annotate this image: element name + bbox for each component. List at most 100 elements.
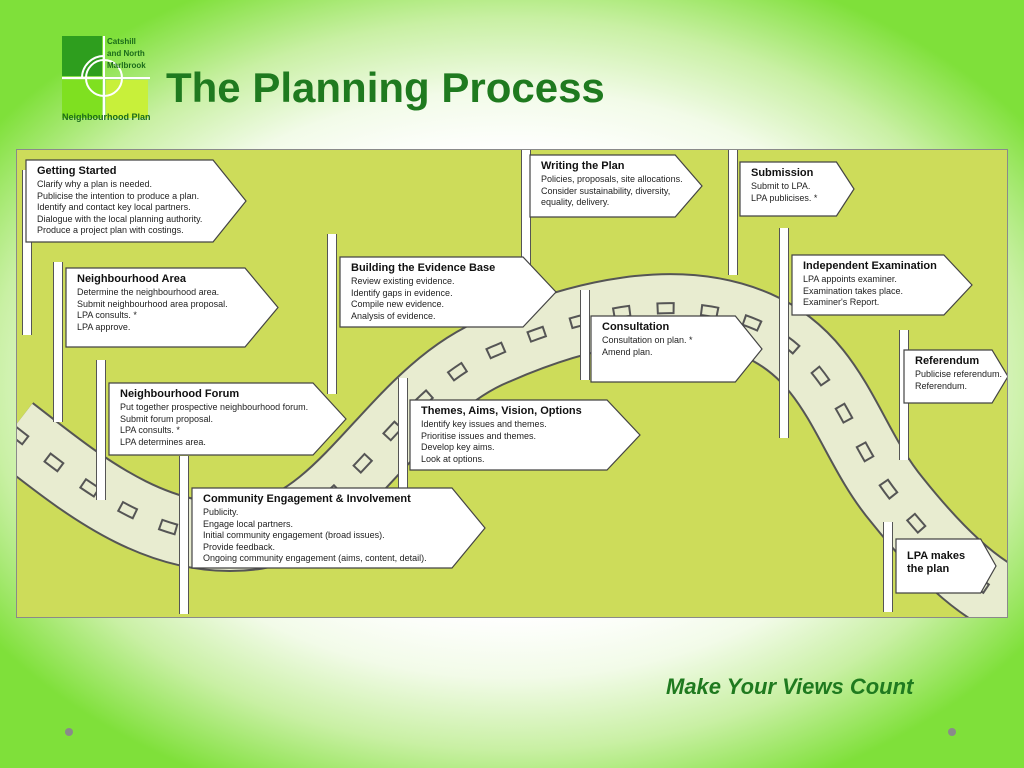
sign-line: Submit to LPA. (751, 181, 811, 191)
sign-title: Independent Examination (803, 260, 937, 272)
sign-line: Clarify why a plan is needed. (37, 179, 153, 189)
sign-title: Consultation (602, 321, 670, 333)
sign-line: Initial community engagement (broad issu… (203, 530, 385, 540)
sign-line: Compile new evidence. (351, 299, 445, 309)
signpost-pole (580, 290, 590, 380)
arrow-sign-shape (791, 254, 973, 316)
arrow-sign-shape (529, 154, 703, 218)
sign-line: Engage local partners. (203, 518, 294, 529)
sign-line: Referendum. (915, 380, 968, 391)
sign-line: Identify key issues and themes. (421, 419, 547, 429)
arrow-sign-shape (108, 382, 347, 456)
sign-line: Determine the neighbourhood area. (77, 287, 220, 297)
sign-line: Look at options. (421, 453, 485, 464)
sign-line: Review existing evidence. (351, 276, 455, 286)
sign-line: Identify gaps in evidence. (351, 287, 453, 298)
arrow-sign-shape (895, 538, 997, 594)
sign-line: LPA approve. (77, 321, 131, 332)
sign-line: Develop key aims. (421, 442, 495, 452)
sign-line: Analysis of evidence. (351, 310, 436, 321)
sign-line: LPA publicises. * (751, 192, 818, 203)
signpost-pole (53, 262, 63, 422)
sign-title: Neighbourhood Area (77, 273, 186, 285)
sign-title: Submission (751, 167, 814, 179)
signpost-pole (179, 456, 189, 614)
sign-line: Submit forum proposal. (120, 413, 214, 424)
signpost-pole (398, 378, 408, 498)
sign-line: Identify and contact key local partners. (37, 202, 191, 212)
sign-line: Ongoing community engagement (aims, cont… (203, 553, 427, 563)
signpost-pole (327, 234, 337, 394)
page-title: The Planning Process (166, 64, 605, 111)
signpost-pole (883, 522, 893, 612)
logo-caption: Neighbourhood Plan (62, 112, 151, 122)
arrow-sign-shape (903, 349, 1007, 404)
sign-line: Prioritise issues and themes. (421, 430, 537, 441)
arrow-sign-shape (339, 256, 557, 328)
sign-line: Submit neighbourhood area proposal. (77, 298, 228, 309)
sign-line: Produce a project plan with costings. (37, 225, 184, 235)
sign-line: Policies, proposals, site allocations. (541, 174, 683, 184)
sign-lpa-makes-plan: LPA makes the plan (895, 538, 997, 594)
sign-line: Examination takes place. (803, 285, 904, 296)
sign-title: Community Engagement & Involvement (203, 493, 411, 505)
sign-title: Getting Started (37, 165, 117, 177)
signpost-pole (728, 150, 738, 275)
sign-line: LPA appoints examiner. (803, 274, 897, 284)
signpost-pole (779, 228, 789, 438)
sign-line: LPA consults. * (77, 310, 137, 320)
arrow-sign-shape (65, 267, 279, 348)
sign-title: LPA makes the plan (907, 550, 966, 575)
sign-line: Publicise referendum. (915, 369, 1003, 379)
sign-title: Referendum (915, 355, 980, 367)
sign-title: Writing the Plan (541, 160, 625, 172)
footer-tagline: Make Your Views Count (666, 674, 914, 699)
arrow-sign-shape (191, 487, 486, 569)
sign-title: Building the Evidence Base (351, 262, 496, 274)
arrow-sign-shape (25, 159, 247, 243)
slide-dot-left (65, 728, 73, 736)
arrow-sign-shape (409, 399, 641, 471)
logo-squares-icon (62, 36, 150, 120)
sign-line: Put together prospective neighbourhood f… (120, 402, 309, 412)
signpost-pole (22, 170, 32, 335)
sign-line: LPA consults. * (120, 425, 180, 435)
sign-line: LPA determines area. (120, 436, 206, 447)
sign-line: Publicise the intention to produce a pla… (37, 190, 200, 201)
sign-content: LPA makes the plan (895, 538, 997, 583)
sign-line: Provide feedback. (203, 541, 276, 552)
sign-line: Consultation on plan. * (602, 335, 693, 345)
sign-line: Dialogue with the local planning authori… (37, 213, 203, 224)
sign-line: equality, delivery. (541, 197, 610, 207)
arrow-sign-shape (590, 315, 763, 383)
sign-line: Examiner's Report. (803, 297, 880, 307)
slide-dot-right (948, 728, 956, 736)
sign-title: Neighbourhood Forum (120, 388, 240, 400)
sign-line: Publicity. (203, 507, 239, 517)
sign-line: Amend plan. (602, 346, 653, 357)
sign-title: Themes, Aims, Vision, Options (421, 405, 582, 417)
signpost-pole (96, 360, 106, 500)
